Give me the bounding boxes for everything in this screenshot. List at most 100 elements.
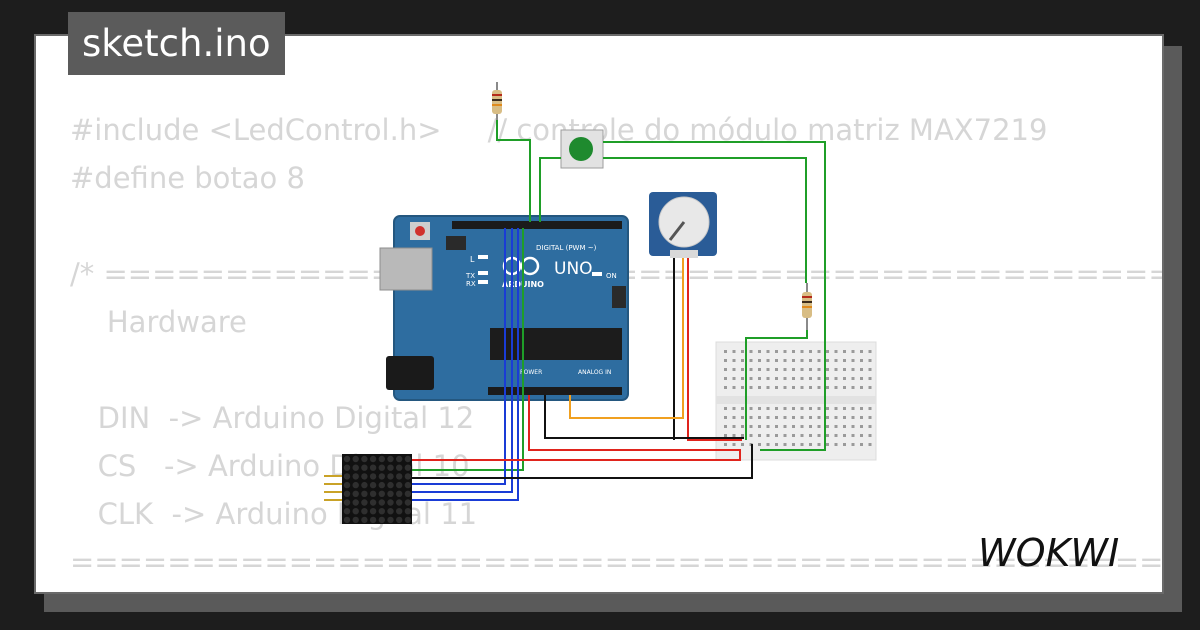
breadboard-hole	[783, 434, 787, 437]
code-line: /* =====================================…	[70, 257, 1164, 291]
breadboard-hole	[783, 359, 787, 362]
breadboard-hole	[800, 407, 804, 410]
breadboard-hole	[851, 377, 855, 380]
breadboard-hole	[732, 416, 736, 419]
breadboard-hole	[766, 377, 770, 380]
led-dot	[387, 516, 394, 524]
resistor-led	[802, 283, 812, 330]
breadboard-hole	[868, 368, 872, 371]
led-dot	[361, 499, 368, 506]
breadboard-hole	[860, 416, 863, 419]
breadboard-hole	[724, 434, 727, 437]
led-matrix-max7219[interactable]	[324, 454, 412, 524]
breadboard-hole	[758, 350, 761, 353]
breadboard-hole	[758, 377, 761, 380]
breadboard-hole	[732, 350, 736, 353]
breadboard-hole	[783, 416, 787, 419]
breadboard-hole	[724, 443, 727, 446]
breadboard-hole	[749, 359, 753, 362]
breadboard-hole	[860, 359, 863, 362]
led-dot	[378, 464, 385, 471]
breadboard-hole	[766, 425, 770, 428]
led-dot	[343, 481, 351, 489]
potentiometer[interactable]	[649, 192, 717, 258]
breadboard-hole	[817, 407, 821, 410]
led-dot	[369, 481, 377, 489]
breadboard-hole	[758, 416, 761, 419]
led-dot	[352, 481, 359, 489]
led-dot	[396, 508, 403, 515]
reset-button[interactable]	[415, 226, 425, 236]
led-dot	[378, 481, 385, 489]
led-dot	[404, 499, 412, 506]
breadboard-hole	[741, 416, 744, 419]
led-dot	[369, 455, 377, 463]
breadboard-hole	[724, 350, 727, 353]
breadboard-hole	[741, 425, 744, 428]
led-dot	[378, 455, 385, 463]
breadboard-hole	[868, 443, 872, 446]
breadboard-hole	[783, 377, 787, 380]
push-button[interactable]	[560, 129, 604, 169]
file-title: sketch.ino	[68, 12, 285, 75]
led-dot	[343, 499, 351, 506]
breadboard-hole	[783, 425, 787, 428]
breadboard-hole	[843, 434, 846, 437]
code-line: #define botao 8	[70, 161, 305, 195]
breadboard-hole	[792, 368, 795, 371]
breadboard-hole	[809, 443, 812, 446]
breadboard-hole	[749, 377, 753, 380]
breadboard-hole	[749, 350, 753, 353]
breadboard-hole	[826, 359, 829, 362]
breadboard-hole	[800, 359, 804, 362]
breadboard-hole	[724, 386, 727, 389]
breadboard-hole	[732, 407, 736, 410]
led-dot	[387, 481, 394, 489]
breadboard-hole	[834, 434, 838, 437]
breadboard-hole	[741, 407, 744, 410]
led-l-label: L	[470, 255, 475, 264]
breadboard-hole	[749, 416, 753, 419]
breadboard-hole	[775, 443, 778, 446]
breadboard-hole	[741, 386, 744, 389]
breadboard-hole	[809, 407, 812, 410]
breadboard-hole	[732, 368, 736, 371]
breadboard-hole	[775, 368, 778, 371]
breadboard-hole	[860, 377, 863, 380]
led-dot	[343, 473, 351, 480]
breadboard-hole	[851, 407, 855, 410]
atmega-chip	[490, 328, 622, 360]
breadboard-hole	[834, 377, 838, 380]
led-dot	[404, 464, 412, 471]
breadboard-hole	[792, 386, 795, 389]
led-dot	[378, 499, 385, 506]
led-dot	[361, 490, 368, 497]
breadboard-hole	[851, 386, 855, 389]
led-dot	[361, 508, 368, 515]
breadboard-hole	[766, 368, 770, 371]
breadboard-hole	[732, 359, 736, 362]
breadboard-hole	[732, 425, 736, 428]
led-dot	[352, 473, 359, 480]
led-dot	[352, 455, 359, 463]
breadboard-hole	[809, 416, 812, 419]
breadboard-hole	[817, 359, 821, 362]
wires	[412, 120, 826, 501]
breadboard-hole	[792, 443, 795, 446]
usb-port	[379, 247, 433, 291]
breadboard-hole	[792, 359, 795, 362]
breadboard-hole	[851, 359, 855, 362]
led-dot	[361, 464, 368, 471]
led-dot	[369, 464, 377, 471]
breadboard-hole	[851, 416, 855, 419]
led-dot	[369, 516, 377, 524]
breadboard-hole	[834, 386, 838, 389]
breadboard-hole	[826, 425, 829, 428]
breadboard-hole	[809, 425, 812, 428]
breadboard-hole	[809, 434, 812, 437]
breadboard-hole	[809, 350, 812, 353]
tx-label: TX	[465, 272, 475, 280]
breadboard-hole	[783, 368, 787, 371]
breadboard-hole	[800, 377, 804, 380]
